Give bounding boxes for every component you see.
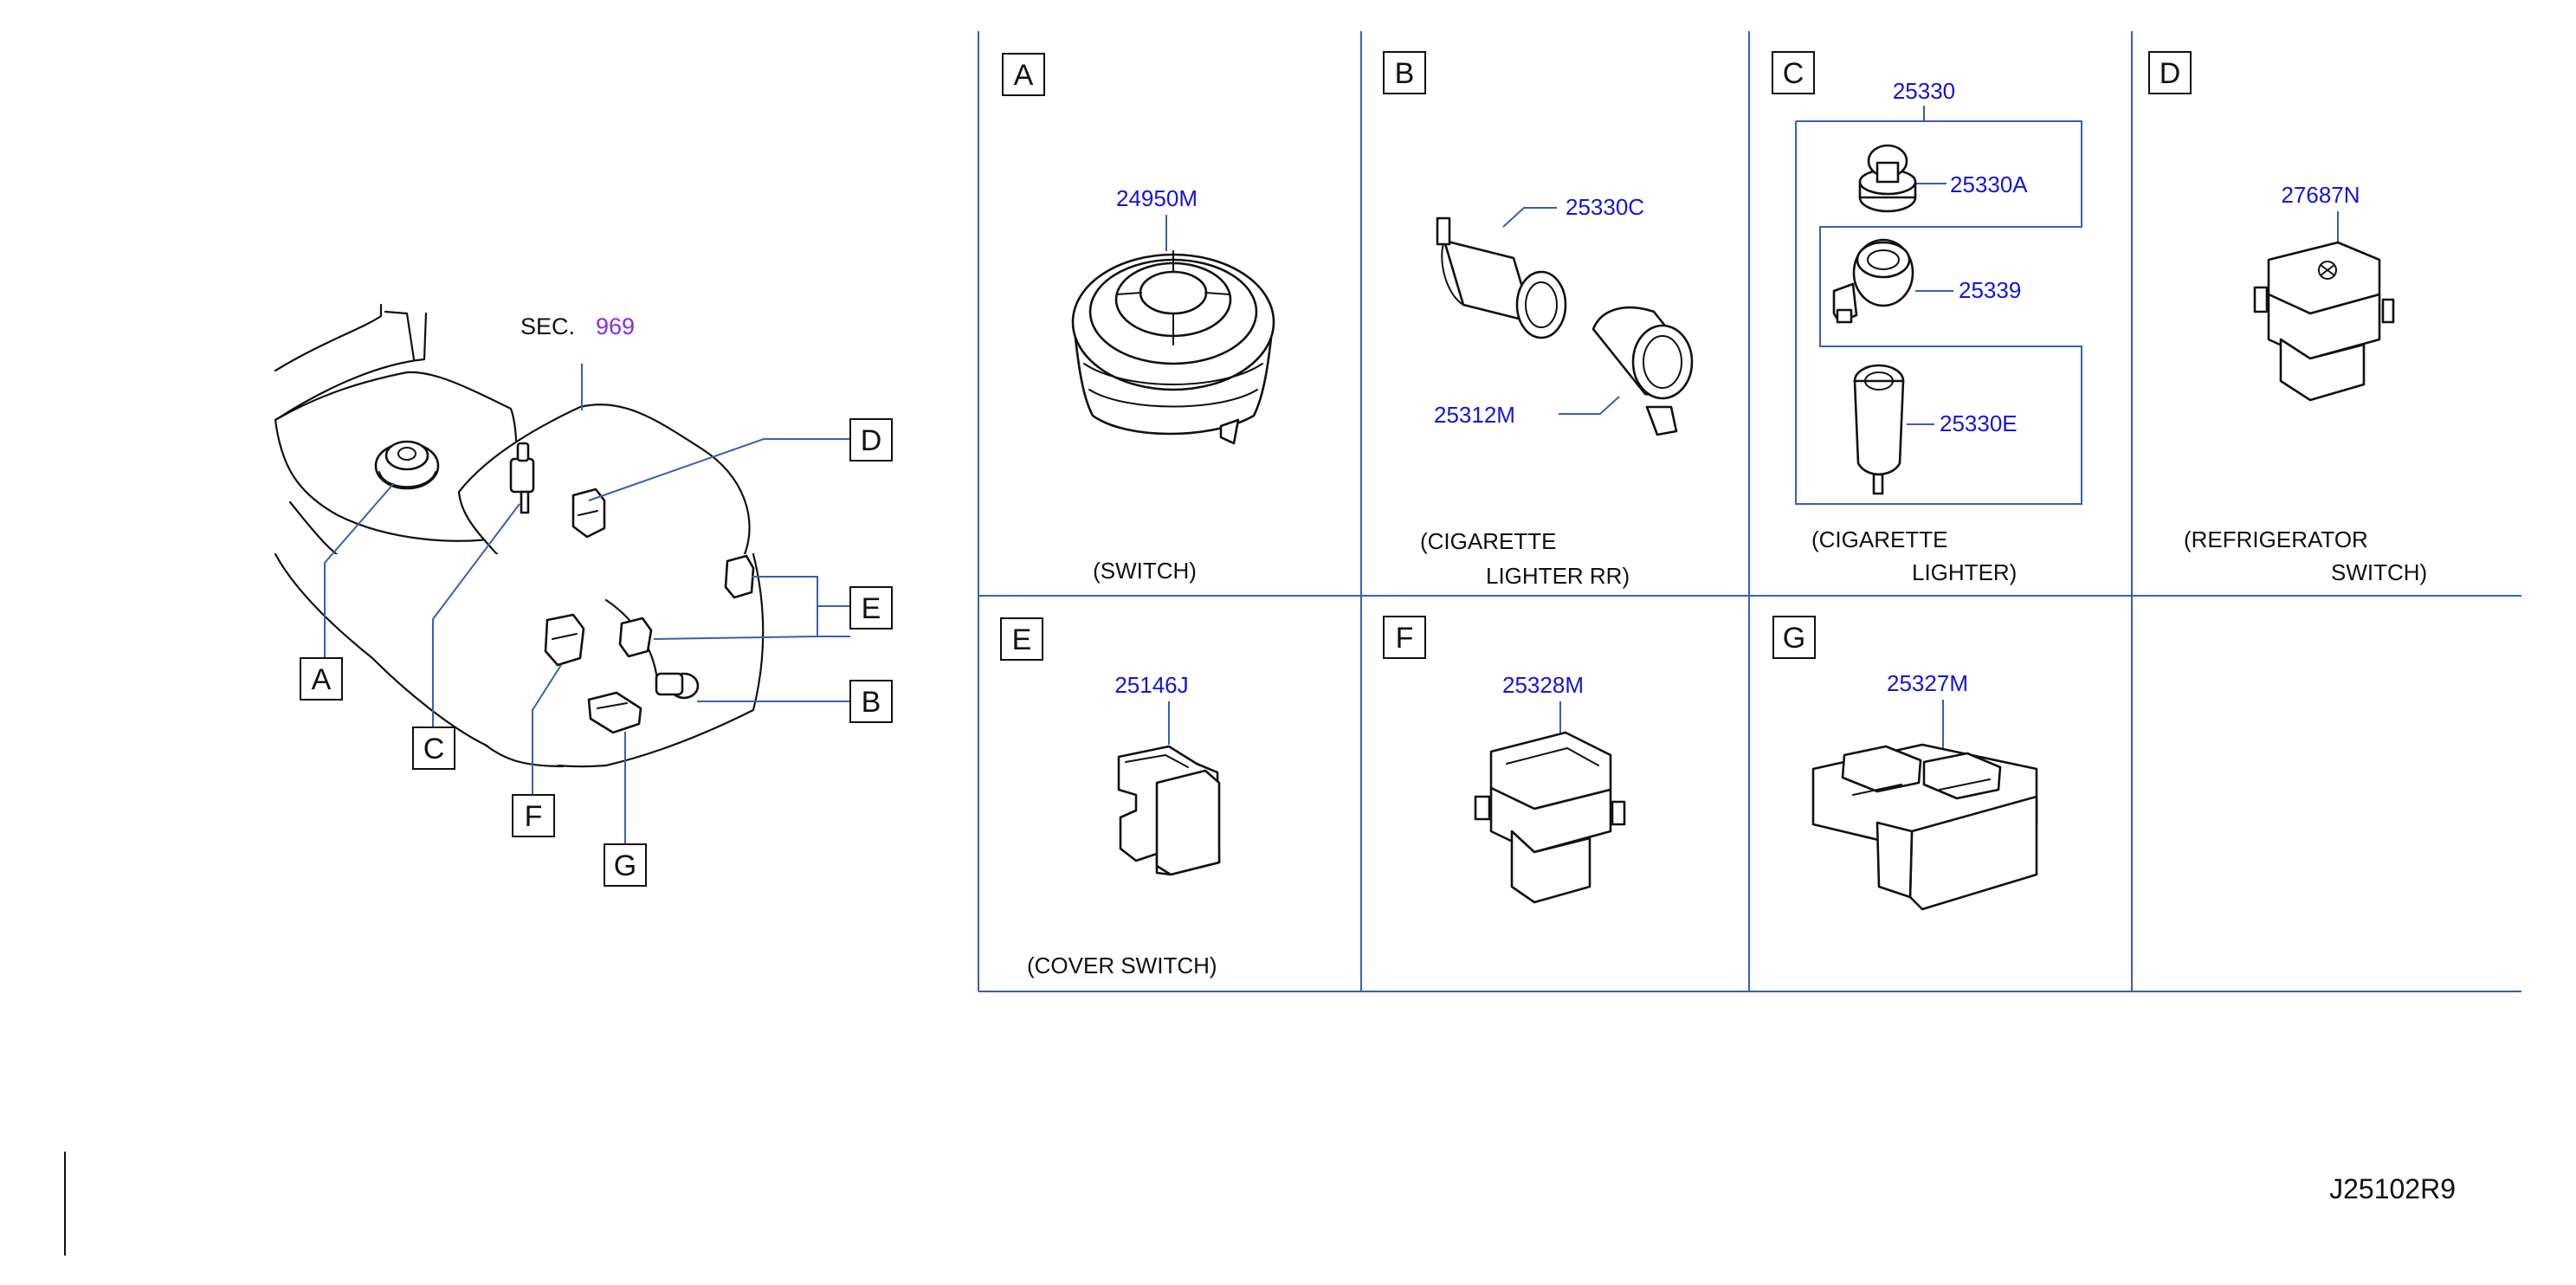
svg-text:(CIGARETTE: (CIGARETTE bbox=[1420, 528, 1556, 554]
panel-C: C 25330 25330A 25339 25330E (CIGARETTE L… bbox=[1772, 51, 2082, 585]
overview-callout-C: C bbox=[412, 726, 455, 770]
panel-G: G 25327M bbox=[1772, 616, 2038, 911]
overview-callout-A: A bbox=[300, 657, 343, 701]
panel-B: B 25330C 25312M (CIGARETTE LIGHTER RR) bbox=[1383, 51, 1694, 589]
svg-text:(COVER SWITCH): (COVER SWITCH) bbox=[1027, 952, 1217, 978]
caption-line-1: (SWITCH) bbox=[1093, 558, 1197, 584]
part-number: 25328M bbox=[1502, 672, 1584, 698]
overview-callout-G: G bbox=[604, 843, 647, 887]
part-number: 25330E bbox=[1940, 410, 2018, 436]
svg-text:(REFRIGERATOR: (REFRIGERATOR bbox=[2184, 526, 2368, 552]
svg-text:F: F bbox=[525, 800, 543, 833]
svg-text:D: D bbox=[861, 424, 882, 457]
svg-text:LIGHTER): LIGHTER) bbox=[1912, 559, 2017, 585]
overview-drawing bbox=[274, 303, 765, 768]
part-number: 25330 bbox=[1893, 78, 1955, 104]
section-number: 969 bbox=[596, 313, 635, 339]
svg-text:E: E bbox=[862, 592, 881, 625]
part-number: 25312M bbox=[1434, 402, 1515, 428]
svg-text:A: A bbox=[1014, 59, 1034, 92]
part-number: 27687N bbox=[2281, 182, 2360, 208]
panel-E: E 25146J (COVER SWITCH) bbox=[1000, 617, 1221, 978]
overview-callout-D: D bbox=[849, 418, 893, 462]
svg-text:C: C bbox=[1783, 57, 1804, 90]
part-number: 25146J bbox=[1114, 672, 1188, 698]
part-number: 25330A bbox=[1950, 171, 2028, 197]
overview-callout-E: E bbox=[849, 586, 893, 630]
svg-text:F: F bbox=[1396, 622, 1414, 655]
svg-text:G: G bbox=[614, 849, 636, 882]
svg-text:A: A bbox=[312, 663, 332, 696]
part-number: 24950M bbox=[1116, 185, 1198, 211]
panel-F: F 25328M bbox=[1383, 616, 1626, 904]
svg-text:C: C bbox=[423, 733, 445, 765]
svg-text:LIGHTER RR): LIGHTER RR) bbox=[1486, 563, 1630, 589]
svg-text:(CIGARETTE: (CIGARETTE bbox=[1811, 526, 1947, 552]
overview-callout-F: F bbox=[512, 794, 555, 837]
svg-text:SWITCH): SWITCH) bbox=[2331, 559, 2427, 585]
svg-text:B: B bbox=[1395, 57, 1415, 90]
part-number: 25339 bbox=[1959, 277, 2021, 303]
svg-text:E: E bbox=[1012, 623, 1032, 656]
part-number: 25327M bbox=[1887, 670, 1968, 696]
panel-grid bbox=[978, 31, 2521, 992]
panel-D: D 27687N (REFRIGERATOR SWITCH) bbox=[2148, 51, 2427, 585]
svg-text:B: B bbox=[862, 686, 881, 719]
part-number: 25330C bbox=[1566, 194, 1644, 220]
section-label: SEC. bbox=[520, 313, 575, 339]
diagram-id: J25102R9 bbox=[2329, 1173, 2456, 1204]
svg-text:G: G bbox=[1783, 622, 1805, 655]
panel-A: A 24950M (SWITCH) bbox=[1002, 53, 1275, 584]
overview-callout-B: B bbox=[849, 680, 893, 723]
svg-text:D: D bbox=[2160, 57, 2181, 90]
overview-leaders bbox=[324, 364, 850, 844]
